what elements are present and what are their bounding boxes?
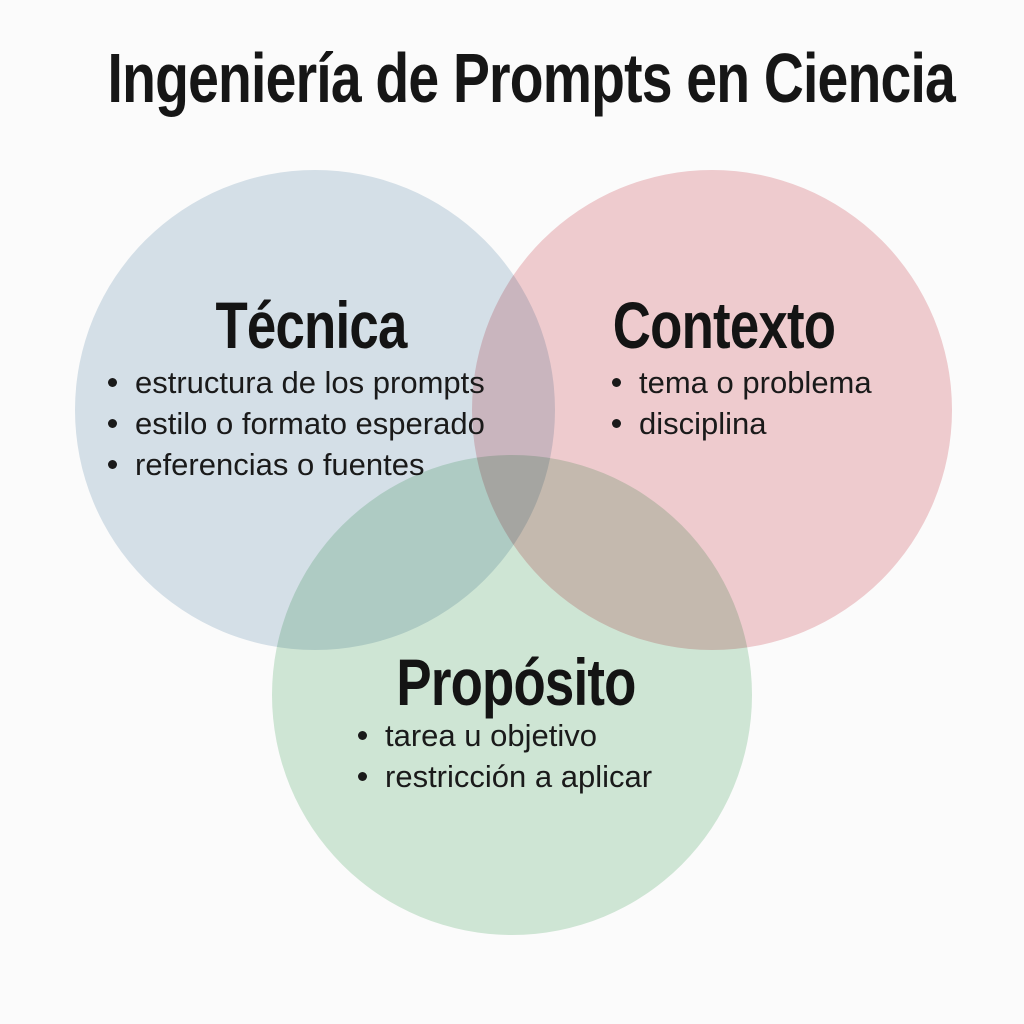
bullet-dot-icon xyxy=(612,419,621,428)
venn-circle-proposito xyxy=(272,455,752,935)
list-item-label: disciplina xyxy=(639,406,767,441)
diagram-title: Ingeniería de Prompts en Ciencia xyxy=(107,39,956,117)
bullet-dot-icon xyxy=(358,772,367,781)
bullet-dot-icon xyxy=(108,419,117,428)
list-item-label: estilo o formato esperado xyxy=(135,406,485,441)
list-item-label: restricción a aplicar xyxy=(385,759,653,794)
list-item: estructura de los prompts xyxy=(108,362,485,403)
bullet-list-tecnica: estructura de los prompts estilo o forma… xyxy=(108,362,485,485)
list-item: restricción a aplicar xyxy=(358,756,652,797)
list-item: referencias o fuentes xyxy=(108,444,485,485)
list-item-label: tarea u objetivo xyxy=(385,718,597,753)
bullet-dot-icon xyxy=(108,460,117,469)
list-item: tema o problema xyxy=(612,362,872,403)
set-label-proposito: Propósito xyxy=(396,645,636,719)
list-item-label: estructura de los prompts xyxy=(135,365,485,400)
set-label-tecnica: Técnica xyxy=(215,288,407,362)
bullet-dot-icon xyxy=(108,378,117,387)
list-item: disciplina xyxy=(612,403,872,444)
set-label-contexto: Contexto xyxy=(612,288,836,362)
bullet-dot-icon xyxy=(612,378,621,387)
bullet-list-contexto: tema o problema disciplina xyxy=(612,362,872,444)
list-item-label: referencias o fuentes xyxy=(135,447,425,482)
list-item: estilo o formato esperado xyxy=(108,403,485,444)
list-item-label: tema o problema xyxy=(639,365,872,400)
list-item: tarea u objetivo xyxy=(358,715,652,756)
bullet-list-proposito: tarea u objetivo restricción a aplicar xyxy=(358,715,652,797)
bullet-dot-icon xyxy=(358,731,367,740)
